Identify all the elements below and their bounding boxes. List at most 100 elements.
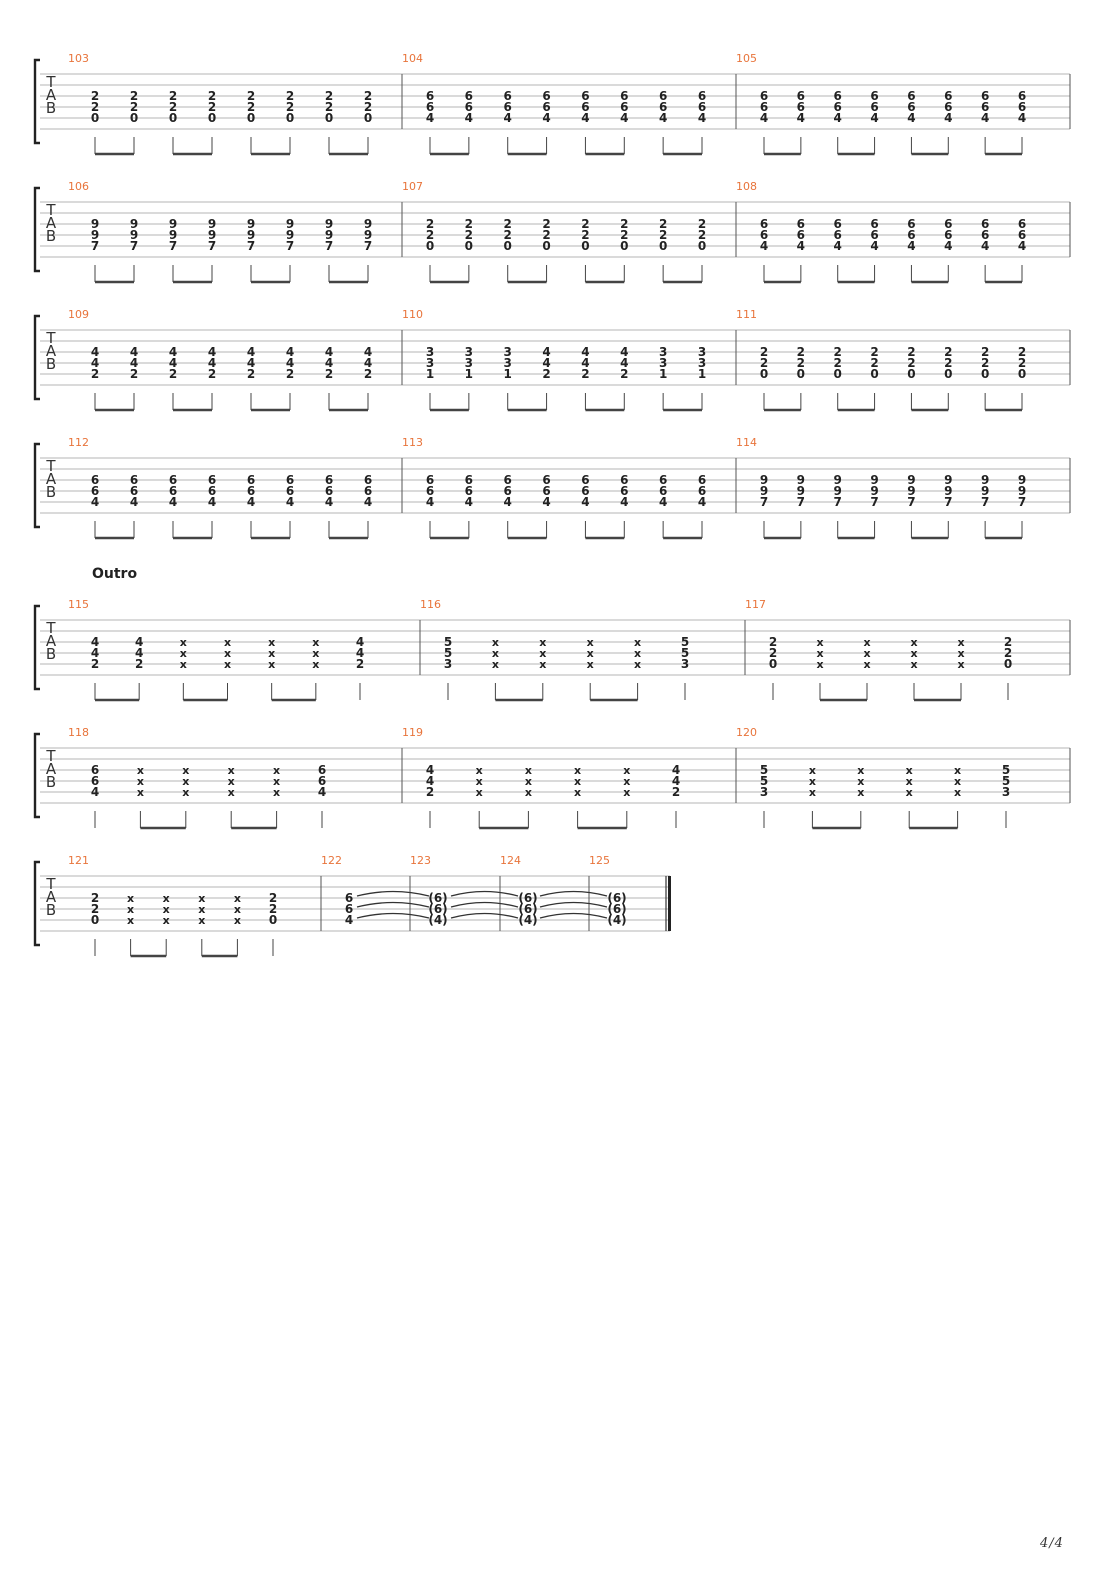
fret-number: 9 [91,217,99,231]
tie-arc [539,890,608,897]
dead-note: x [574,786,581,799]
measure-number: 110 [402,308,423,321]
fret-number: 9 [325,217,333,231]
fret-number: (6) [428,891,447,905]
fret-number: 6 [325,484,333,498]
fret-number: 4 [870,239,878,253]
fret-number: 9 [1018,484,1026,498]
dead-note: x [906,764,913,777]
fret-number: 6 [760,217,768,231]
fret-number: 2 [672,785,680,799]
fret-number: 6 [981,217,989,231]
fret-number: 3 [1002,785,1010,799]
dead-note: x [137,775,144,788]
fret-number: 6 [345,891,353,905]
fret-number: 9 [130,217,138,231]
fret-number: 5 [1002,774,1010,788]
fret-number: 6 [91,484,99,498]
fret-number: 6 [169,484,177,498]
fret-number: 9 [834,473,842,487]
fret-number: 6 [834,228,842,242]
fret-number: 4 [169,345,177,359]
fret-number: 4 [130,345,138,359]
fret-number: 2 [286,100,294,114]
fret-number: 4 [345,913,353,927]
dead-note: x [525,764,532,777]
fret-number: 9 [907,484,915,498]
tab-clef-letter: A [46,888,57,906]
fret-number: 6 [620,89,628,103]
system-bracket [33,442,40,529]
fret-number: 6 [504,100,512,114]
fret-number: 5 [1002,763,1010,777]
fret-number: 3 [465,356,473,370]
fret-number: 0 [760,367,768,381]
fret-number: 2 [870,356,878,370]
fret-number: 2 [1004,646,1012,660]
fret-number: 4 [91,646,99,660]
measure-number: 119 [402,726,423,739]
dead-note: x [234,914,241,927]
fret-number: 4 [325,345,333,359]
fret-number: 6 [760,228,768,242]
fret-number: 4 [135,646,143,660]
dead-note: x [234,892,241,905]
fret-number: 3 [659,356,667,370]
tab-clef-letter: B [46,227,56,245]
fret-number: 9 [870,473,878,487]
fret-number: 2 [130,89,138,103]
fret-number: 9 [944,484,952,498]
fret-number: 1 [465,367,473,381]
fret-number: 9 [130,228,138,242]
fret-number: 9 [286,228,294,242]
fret-number: 4 [91,356,99,370]
fret-number: 4 [620,356,628,370]
fret-number: 3 [465,345,473,359]
measure-number: 112 [68,436,89,449]
fret-number: 9 [981,484,989,498]
fret-number: 4 [620,495,628,509]
dead-note: x [163,903,170,916]
fret-number: 7 [91,239,99,253]
fret-number: 0 [698,239,706,253]
fret-number: 6 [659,100,667,114]
fret-number: 2 [504,228,512,242]
tie-arc [356,912,430,919]
fret-number: 4 [834,111,842,125]
dead-note: x [539,636,546,649]
fret-number: 3 [760,785,768,799]
fret-number: 4 [797,111,805,125]
fret-number: 7 [760,495,768,509]
fret-number: 6 [247,484,255,498]
dead-note: x [268,647,275,660]
dead-note: x [863,658,870,671]
fret-number: 6 [981,100,989,114]
fret-number: 4 [581,111,589,125]
fret-number: 7 [169,239,177,253]
fret-number: 6 [870,228,878,242]
measure-number: 113 [402,436,423,449]
dead-note: x [127,914,134,927]
fret-number: 6 [504,89,512,103]
dead-note: x [574,764,581,777]
fret-number: 0 [907,367,915,381]
dead-note: x [182,775,189,788]
measure-number: 108 [736,180,757,193]
fret-number: 4 [907,239,915,253]
fret-number: 9 [286,217,294,231]
fret-number: 6 [981,228,989,242]
tie-arc [539,912,608,919]
fret-number: 9 [208,217,216,231]
fret-number: 6 [698,484,706,498]
fret-number: 2 [247,100,255,114]
fret-number: 0 [1018,367,1026,381]
fret-number: 2 [325,89,333,103]
dead-note: x [476,764,483,777]
dead-note: x [634,647,641,660]
fret-number: (4) [607,913,626,927]
fret-number: 6 [286,484,294,498]
fret-number: 4 [286,356,294,370]
fret-number: (6) [607,902,626,916]
